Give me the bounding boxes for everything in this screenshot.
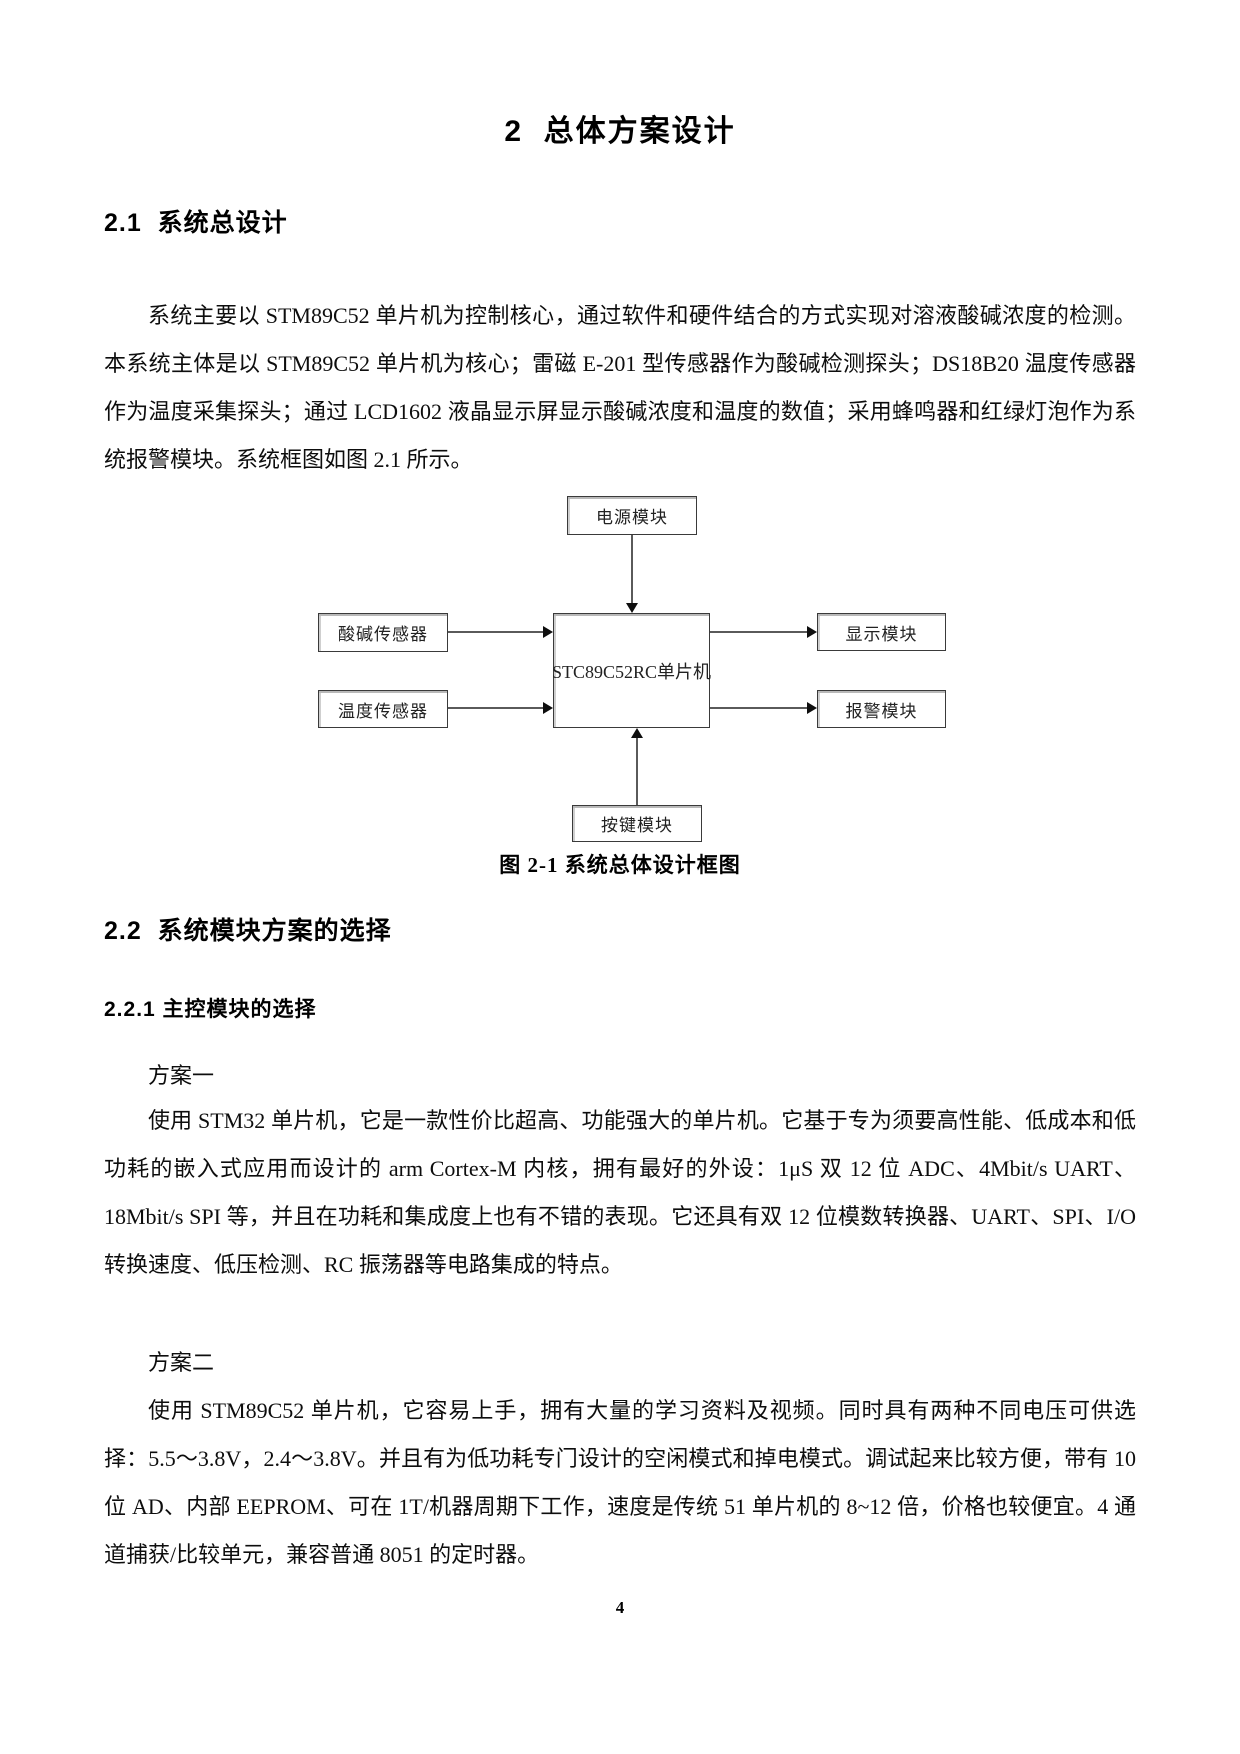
arrow-mcu-to-display	[710, 626, 817, 638]
diagram-node-alarm-module: 报警模块	[817, 690, 946, 728]
scheme-1-label: 方案一	[148, 1063, 215, 1088]
section-2-2-1-heading: 2.2.1 主控模块的选择	[104, 998, 317, 1021]
arrow-keypad-to-mcu	[631, 728, 643, 805]
diagram-node-ph-sensor: 酸碱传感器	[318, 613, 448, 652]
scheme-2-label: 方案二	[148, 1350, 215, 1375]
chapter-title: 2 总体方案设计	[504, 115, 736, 148]
section-2-2-heading: 2.2 系统模块方案的选择	[104, 917, 392, 945]
diagram-node-mcu: STC89C52RC单片机	[552, 613, 711, 728]
scheme-2-paragraph: 使用 STM89C52 单片机，它容易上手，拥有大量的学习资料及视频。同时具有两…	[104, 1398, 1136, 1567]
diagram-node-temp-sensor: 温度传感器	[318, 690, 448, 728]
figure-caption: 图 2-1 系统总体设计框图	[499, 853, 741, 877]
arrow-temp-sensor-to-mcu	[448, 702, 553, 714]
diagram-node-display-module: 显示模块	[817, 613, 946, 651]
scheme-1-paragraph: 使用 STM32 单片机，它是一款性价比超高、功能强大的单片机。它基于专为须要高…	[104, 1108, 1136, 1277]
diagram-node-power-module: 电源模块	[567, 496, 697, 535]
arrow-ph-sensor-to-mcu	[448, 626, 553, 638]
system-block-diagram: 电源模块 酸碱传感器 温度传感器 STC89C52RC单片机 显示模块 报警模块…	[318, 496, 947, 846]
section-2-1-paragraph: 系统主要以 STM89C52 单片机为控制核心，通过软件和硬件结合的方式实现对溶…	[104, 303, 1136, 472]
arrow-power-to-mcu	[626, 535, 638, 613]
page-number: 4	[615, 1598, 625, 1617]
section-2-1-heading: 2.1 系统总设计	[104, 209, 288, 237]
diagram-node-keypad-module: 按键模块	[572, 805, 702, 842]
arrow-mcu-to-alarm	[710, 702, 817, 714]
